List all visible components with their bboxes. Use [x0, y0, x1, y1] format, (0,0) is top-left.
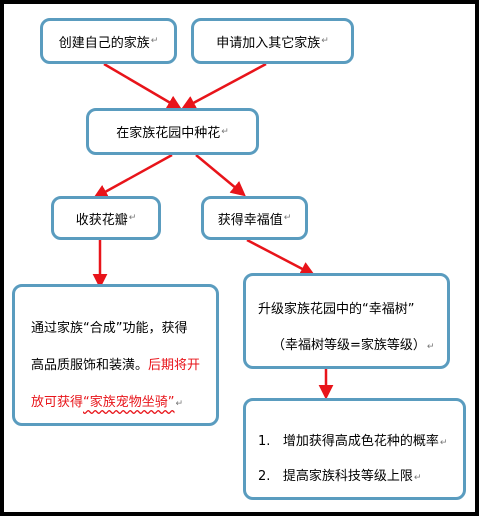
- collect-petals-label: 收获花瓣: [75, 212, 128, 228]
- get-happiness-box: 获得幸福值↵: [201, 196, 308, 240]
- petals-desc-highlight-pet-mount: “家族宠物坐骑”: [83, 395, 175, 410]
- plant-flowers-box: 在家族花园中种花↵: [86, 108, 259, 155]
- paragraph-mark: ↵: [175, 399, 184, 409]
- arrow-plant-to-petals: [92, 153, 173, 199]
- petals-desc-highlight-2: 放可获得: [31, 395, 84, 410]
- paragraph-mark: ↵: [221, 126, 229, 137]
- paragraph-mark: ↵: [413, 473, 422, 483]
- benefit-number-2: 2.: [258, 469, 271, 484]
- petals-desc-line-3: 放可获得“家族宠物坐骑”↵: [31, 391, 183, 410]
- paragraph-mark: ↵: [150, 36, 159, 46]
- petals-desc-text-2: 高品质服饰和装潢。: [31, 358, 149, 373]
- join-family-label: 申请加入其它家族: [216, 35, 321, 51]
- upgrade-tree-line-1: 升级家族花园中的“幸福树”: [258, 298, 414, 317]
- upgrade-tree-line-2: （幸福树等级=家族等级）↵: [272, 334, 434, 353]
- paragraph-mark: ↵: [128, 213, 137, 223]
- flowchart-canvas: 创建自己的家族↵ 申请加入其它家族↵ 在家族花园中种花↵ 收获花瓣↵ 获得幸福值…: [4, 4, 475, 512]
- petals-desc-line-1: 通过家族“合成”功能，获得: [31, 317, 187, 336]
- arrow-happiness-to-tree: [246, 238, 316, 276]
- upgrade-tree-box: 升级家族花园中的“幸福树” （幸福树等级=家族等级）↵: [243, 273, 450, 369]
- arrow-join-to-plant: [180, 62, 267, 110]
- benefit-text-2: 提高家族科技等级上限: [282, 469, 413, 484]
- plant-flowers-label: 在家族花园中种花: [116, 126, 221, 141]
- paragraph-mark: ↵: [283, 213, 292, 223]
- collect-petals-box: 收获花瓣↵: [51, 196, 161, 240]
- paragraph-mark: ↵: [426, 342, 435, 352]
- upgrade-tree-text-1: 升级家族花园中的“幸福树”: [258, 302, 415, 317]
- petals-desc-highlight-1: 后期将开: [148, 358, 201, 373]
- paragraph-mark: ↵: [439, 438, 448, 448]
- petals-desc-text-1: 通过家族“合成”功能，获得: [31, 321, 188, 336]
- arrow-create-to-plant: [103, 62, 183, 110]
- paragraph-mark: ↵: [321, 36, 329, 46]
- benefits-box: 1. 增加获得高成色花种的概率↵ 2. 提高家族科技等级上限↵: [243, 398, 466, 500]
- create-family-box: 创建自己的家族↵: [40, 18, 177, 64]
- join-family-box: 申请加入其它家族↵: [191, 18, 354, 64]
- upgrade-tree-text-2: （幸福树等级=家族等级）: [272, 338, 426, 353]
- benefit-item-2: 2. 提高家族科技等级上限↵: [258, 465, 421, 484]
- arrow-plant-to-happiness: [195, 154, 246, 197]
- petals-desc-line-2: 高品质服饰和装潢。后期将开: [31, 354, 200, 373]
- benefit-text-1: 增加获得高成色花种的概率: [282, 434, 439, 449]
- benefit-number-1: 1.: [258, 434, 271, 449]
- petals-description-box: 通过家族“合成”功能，获得 高品质服饰和装潢。后期将开 放可获得“家族宠物坐骑”…: [12, 284, 219, 426]
- benefit-item-1: 1. 增加获得高成色花种的概率↵: [258, 430, 447, 449]
- create-family-label: 创建自己的家族: [58, 35, 150, 51]
- get-happiness-label: 获得幸福值: [217, 212, 283, 228]
